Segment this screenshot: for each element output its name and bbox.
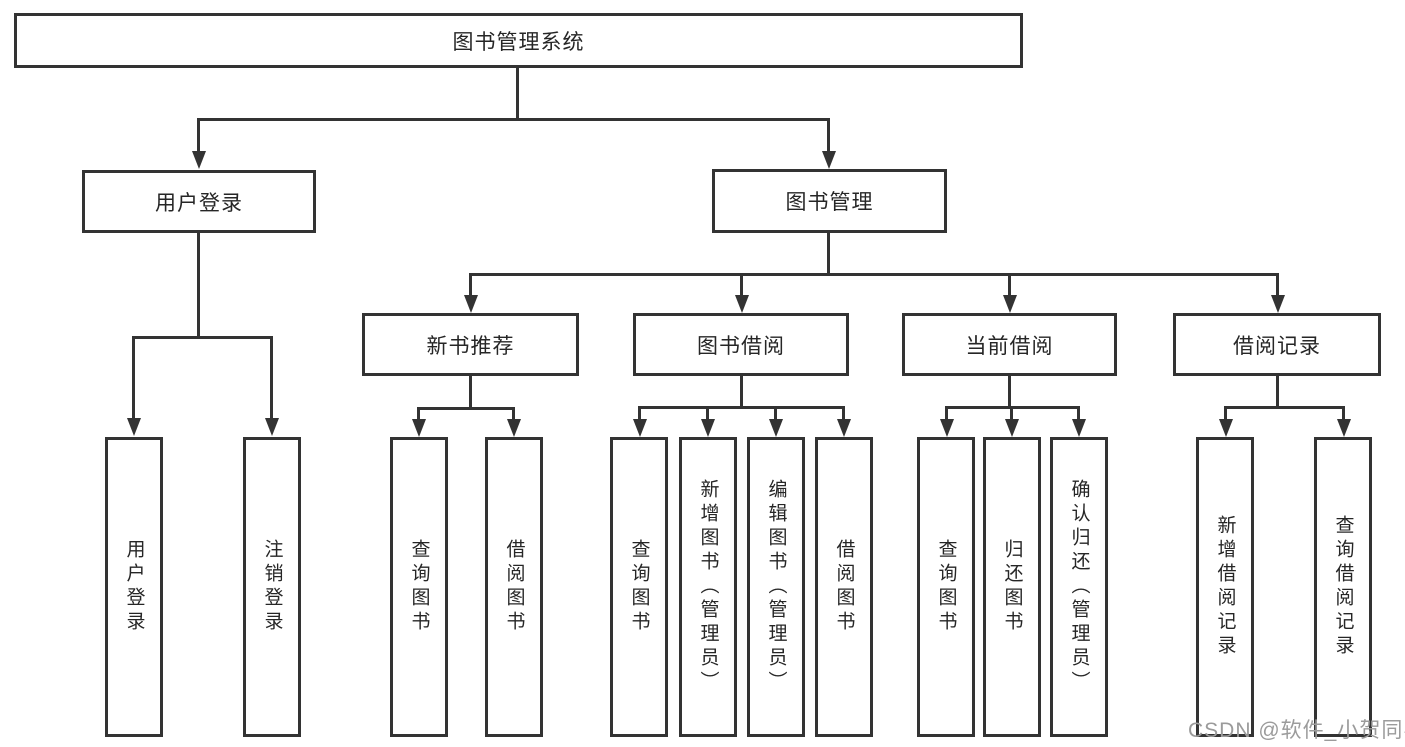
connector-drop	[1010, 406, 1013, 420]
arrowhead	[1072, 419, 1086, 437]
connector-bookborrow-hline	[638, 406, 845, 409]
leaf-label: 查询图书	[408, 539, 430, 635]
leaf-borrow-books-recommend: 借阅图书	[485, 437, 543, 737]
leaf-label: 用户登录	[123, 539, 145, 635]
leaf-label: 借阅图书	[503, 539, 525, 635]
leaf-user-login: 用户登录	[105, 437, 163, 737]
node-label: 图书借阅	[697, 334, 785, 358]
connector-userlogin-hline	[132, 336, 273, 339]
leaf-borrow-books: 借阅图书	[815, 437, 873, 737]
arrowhead	[701, 419, 715, 437]
connector-drop-new-book	[469, 273, 472, 297]
leaf-edit-books-admin: 编辑图书（管理员）	[747, 437, 805, 737]
arrowhead-book-management	[822, 151, 836, 169]
leaf-label: 查询图书	[935, 539, 957, 635]
leaf-return-books: 归还图书	[983, 437, 1041, 737]
leaf-label: 确认归还（管理员）	[1068, 479, 1090, 695]
leaf-label: 注销登录	[261, 539, 283, 635]
connector-root-vline	[516, 68, 519, 118]
leaf-confirm-return-admin: 确认归还（管理员）	[1050, 437, 1108, 737]
connector-drop	[1077, 406, 1080, 420]
connector-newbook-hline	[417, 407, 515, 410]
connector-currentborrow-vline	[1008, 376, 1011, 406]
connector-borrowrecords-hline	[1224, 406, 1344, 409]
node-label: 图书管理系统	[452, 30, 585, 54]
leaf-query-books-current: 查询图书	[917, 437, 975, 737]
arrowhead-leaf-logout	[265, 418, 279, 436]
node-user-login: 用户登录	[82, 170, 316, 233]
connector-drop-leaf-logout	[270, 336, 273, 419]
arrowhead-new-book	[464, 295, 478, 313]
node-current-borrowing: 当前借阅	[902, 313, 1117, 376]
node-book-management: 图书管理	[712, 169, 947, 233]
connector-newbook-vline	[469, 376, 472, 407]
node-label: 借阅记录	[1233, 334, 1321, 358]
leaf-query-books-recommend: 查询图书	[390, 437, 448, 737]
node-label: 新书推荐	[426, 334, 515, 358]
arrowhead	[633, 419, 647, 437]
connector-drop-current-borrow	[1008, 273, 1011, 297]
connector-drop-leaf-login	[132, 336, 135, 419]
leaf-label: 编辑图书（管理员）	[765, 479, 787, 695]
node-borrowing-records: 借阅记录	[1173, 313, 1381, 376]
csdn-watermark: CSDN @软件_小贺同学	[1188, 719, 1405, 742]
connector-drop	[774, 406, 777, 420]
connector-bookborrow-vline	[740, 376, 743, 406]
arrowhead	[940, 419, 954, 437]
connector-borrowrecords-vline	[1276, 376, 1279, 406]
connector-drop	[417, 407, 420, 420]
connector-drop-book-management	[827, 118, 830, 152]
arrowhead	[507, 419, 521, 437]
arrowhead	[1219, 419, 1233, 437]
connector-userlogin-vline	[197, 233, 200, 336]
leaf-logout: 注销登录	[243, 437, 301, 737]
arrowhead	[1337, 419, 1351, 437]
leaf-add-borrow-record: 新增借阅记录	[1196, 437, 1254, 737]
leaf-label: 借阅图书	[833, 539, 855, 635]
leaf-label: 归还图书	[1001, 539, 1023, 635]
connector-drop-book-borrow	[740, 273, 743, 297]
connector-drop-borrow-records	[1276, 273, 1279, 297]
connector-drop	[512, 407, 515, 420]
arrowhead	[769, 419, 783, 437]
arrowhead	[837, 419, 851, 437]
connector-drop	[945, 406, 948, 420]
node-label: 用户登录	[155, 191, 243, 215]
connector-root-hline	[197, 118, 830, 121]
connector-bookmgmt-hline	[469, 273, 1278, 276]
connector-drop	[842, 406, 845, 420]
node-book-borrowing: 图书借阅	[633, 313, 849, 376]
leaf-query-books-borrow: 查询图书	[610, 437, 668, 737]
connector-drop	[706, 406, 709, 420]
connector-drop	[638, 406, 641, 420]
leaf-label: 查询借阅记录	[1332, 515, 1354, 659]
leaf-add-books-admin: 新增图书（管理员）	[679, 437, 737, 737]
arrowhead-book-borrow	[735, 295, 749, 313]
arrowhead-leaf-login	[127, 418, 141, 436]
leaf-label: 新增借阅记录	[1214, 515, 1236, 659]
arrowhead	[1005, 419, 1019, 437]
arrowhead	[412, 419, 426, 437]
arrowhead-user-login	[192, 151, 206, 169]
node-label: 当前借阅	[965, 334, 1054, 358]
node-label: 图书管理	[785, 191, 874, 214]
leaf-label: 查询图书	[628, 539, 650, 635]
connector-drop-user-login	[197, 118, 200, 152]
connector-drop	[1342, 406, 1345, 420]
arrowhead-borrow-records	[1271, 295, 1285, 313]
connector-bookmgmt-vline	[827, 233, 830, 273]
leaf-query-borrow-record: 查询借阅记录	[1314, 437, 1372, 737]
connector-drop	[1224, 406, 1227, 420]
node-library-management-system: 图书管理系统	[14, 13, 1023, 68]
node-new-book-recommendation: 新书推荐	[362, 313, 579, 376]
leaf-label: 新增图书（管理员）	[697, 479, 719, 695]
arrowhead-current-borrow	[1003, 295, 1017, 313]
